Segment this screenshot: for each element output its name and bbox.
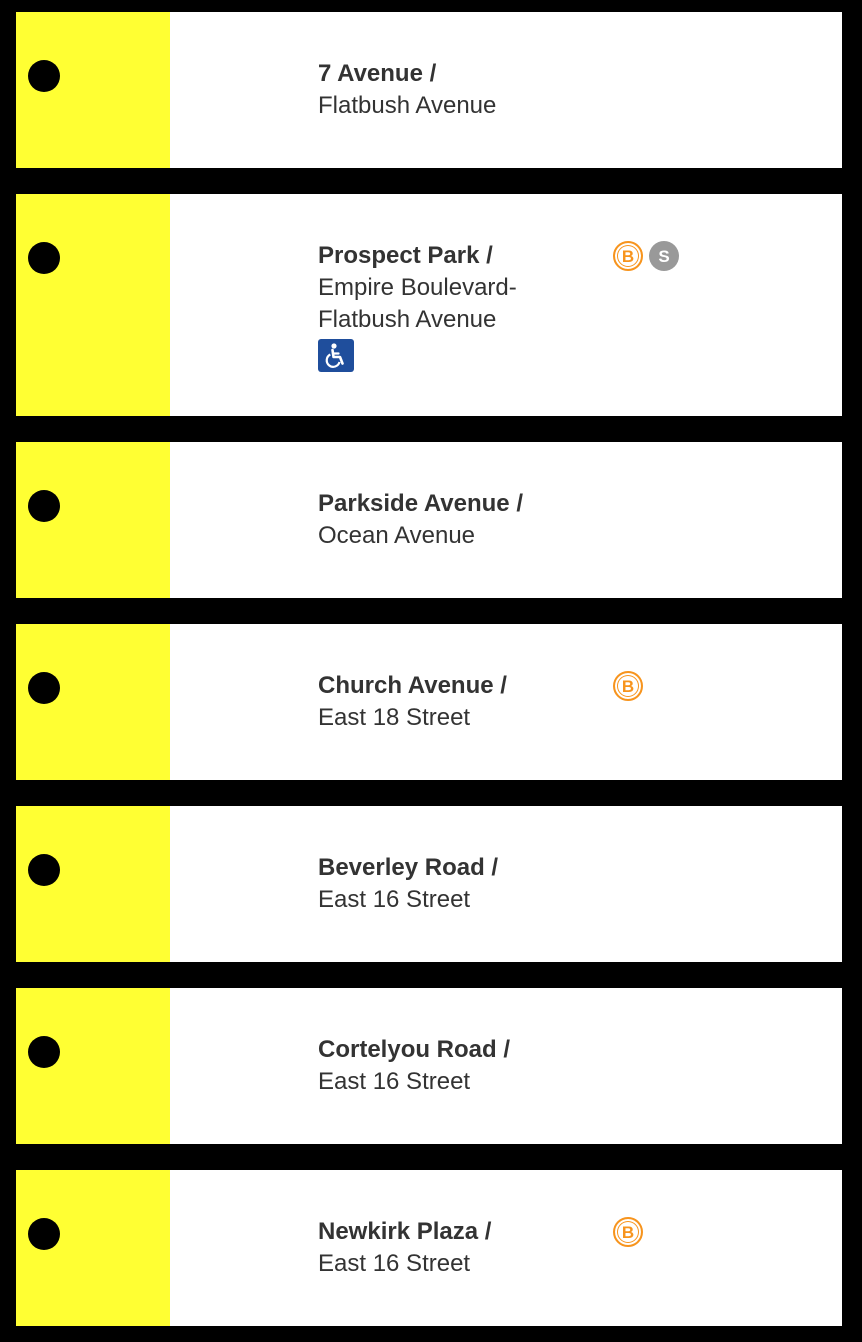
station-name: Parkside Avenue / Ocean Avenue (318, 488, 598, 552)
station-dot-icon (28, 1218, 60, 1250)
station-name: Beverley Road / East 16 Street (318, 852, 598, 916)
station-secondary-name: Flatbush Avenue (318, 92, 497, 119)
station-row-newkirk-plaza[interactable]: Newkirk Plaza / East 16 Street B (16, 1170, 842, 1326)
bus-transfer-icon: B (613, 671, 643, 701)
station-row-7-avenue[interactable]: 7 Avenue / Flatbush Avenue (16, 12, 842, 168)
station-secondary-name: East 16 Street (318, 886, 471, 913)
station-primary-name: Prospect Park / (318, 242, 493, 269)
station-name: Prospect Park / Empire Boulevard- Flatbu… (318, 240, 598, 372)
station-dot-icon (28, 242, 60, 274)
station-row-parkside-avenue[interactable]: Parkside Avenue / Ocean Avenue (16, 442, 842, 598)
station-secondary-name: Ocean Avenue (318, 522, 476, 549)
line-strip (16, 194, 170, 416)
transfer-icons: B S (613, 241, 679, 275)
bus-transfer-icon: B (613, 241, 643, 271)
station-primary-name: Beverley Road / (318, 854, 499, 881)
station-secondary-name: Empire Boulevard- (318, 274, 517, 301)
station-dot-icon (28, 1036, 60, 1068)
station-dot-icon (28, 672, 60, 704)
station-primary-name: 7 Avenue / (318, 60, 437, 87)
station-primary-name: Parkside Avenue / (318, 490, 523, 517)
station-secondary-name-line2: Flatbush Avenue (318, 306, 497, 333)
station-primary-name: Cortelyou Road / (318, 1036, 511, 1063)
wheelchair-icon (318, 339, 354, 372)
station-name: Newkirk Plaza / East 16 Street (318, 1216, 598, 1280)
station-name: Cortelyou Road / East 16 Street (318, 1034, 598, 1098)
station-dot-icon (28, 854, 60, 886)
station-secondary-name: East 16 Street (318, 1068, 471, 1095)
station-primary-name: Church Avenue / (318, 672, 507, 699)
station-name: 7 Avenue / Flatbush Avenue (318, 58, 598, 122)
shuttle-transfer-icon: S (649, 241, 679, 271)
station-name: Church Avenue / East 18 Street (318, 670, 598, 734)
station-row-church-avenue[interactable]: Church Avenue / East 18 Street B (16, 624, 842, 780)
bus-transfer-icon: B (613, 1217, 643, 1247)
station-row-cortelyou-road[interactable]: Cortelyou Road / East 16 Street (16, 988, 842, 1144)
transfer-icons: B (613, 671, 643, 705)
station-dot-icon (28, 60, 60, 92)
station-dot-icon (28, 490, 60, 522)
station-row-prospect-park[interactable]: Prospect Park / Empire Boulevard- Flatbu… (16, 194, 842, 416)
station-secondary-name: East 16 Street (318, 1250, 471, 1277)
station-primary-name: Newkirk Plaza / (318, 1218, 492, 1245)
station-secondary-name: East 18 Street (318, 704, 471, 731)
station-row-beverley-road[interactable]: Beverley Road / East 16 Street (16, 806, 842, 962)
transfer-icons: B (613, 1217, 643, 1251)
